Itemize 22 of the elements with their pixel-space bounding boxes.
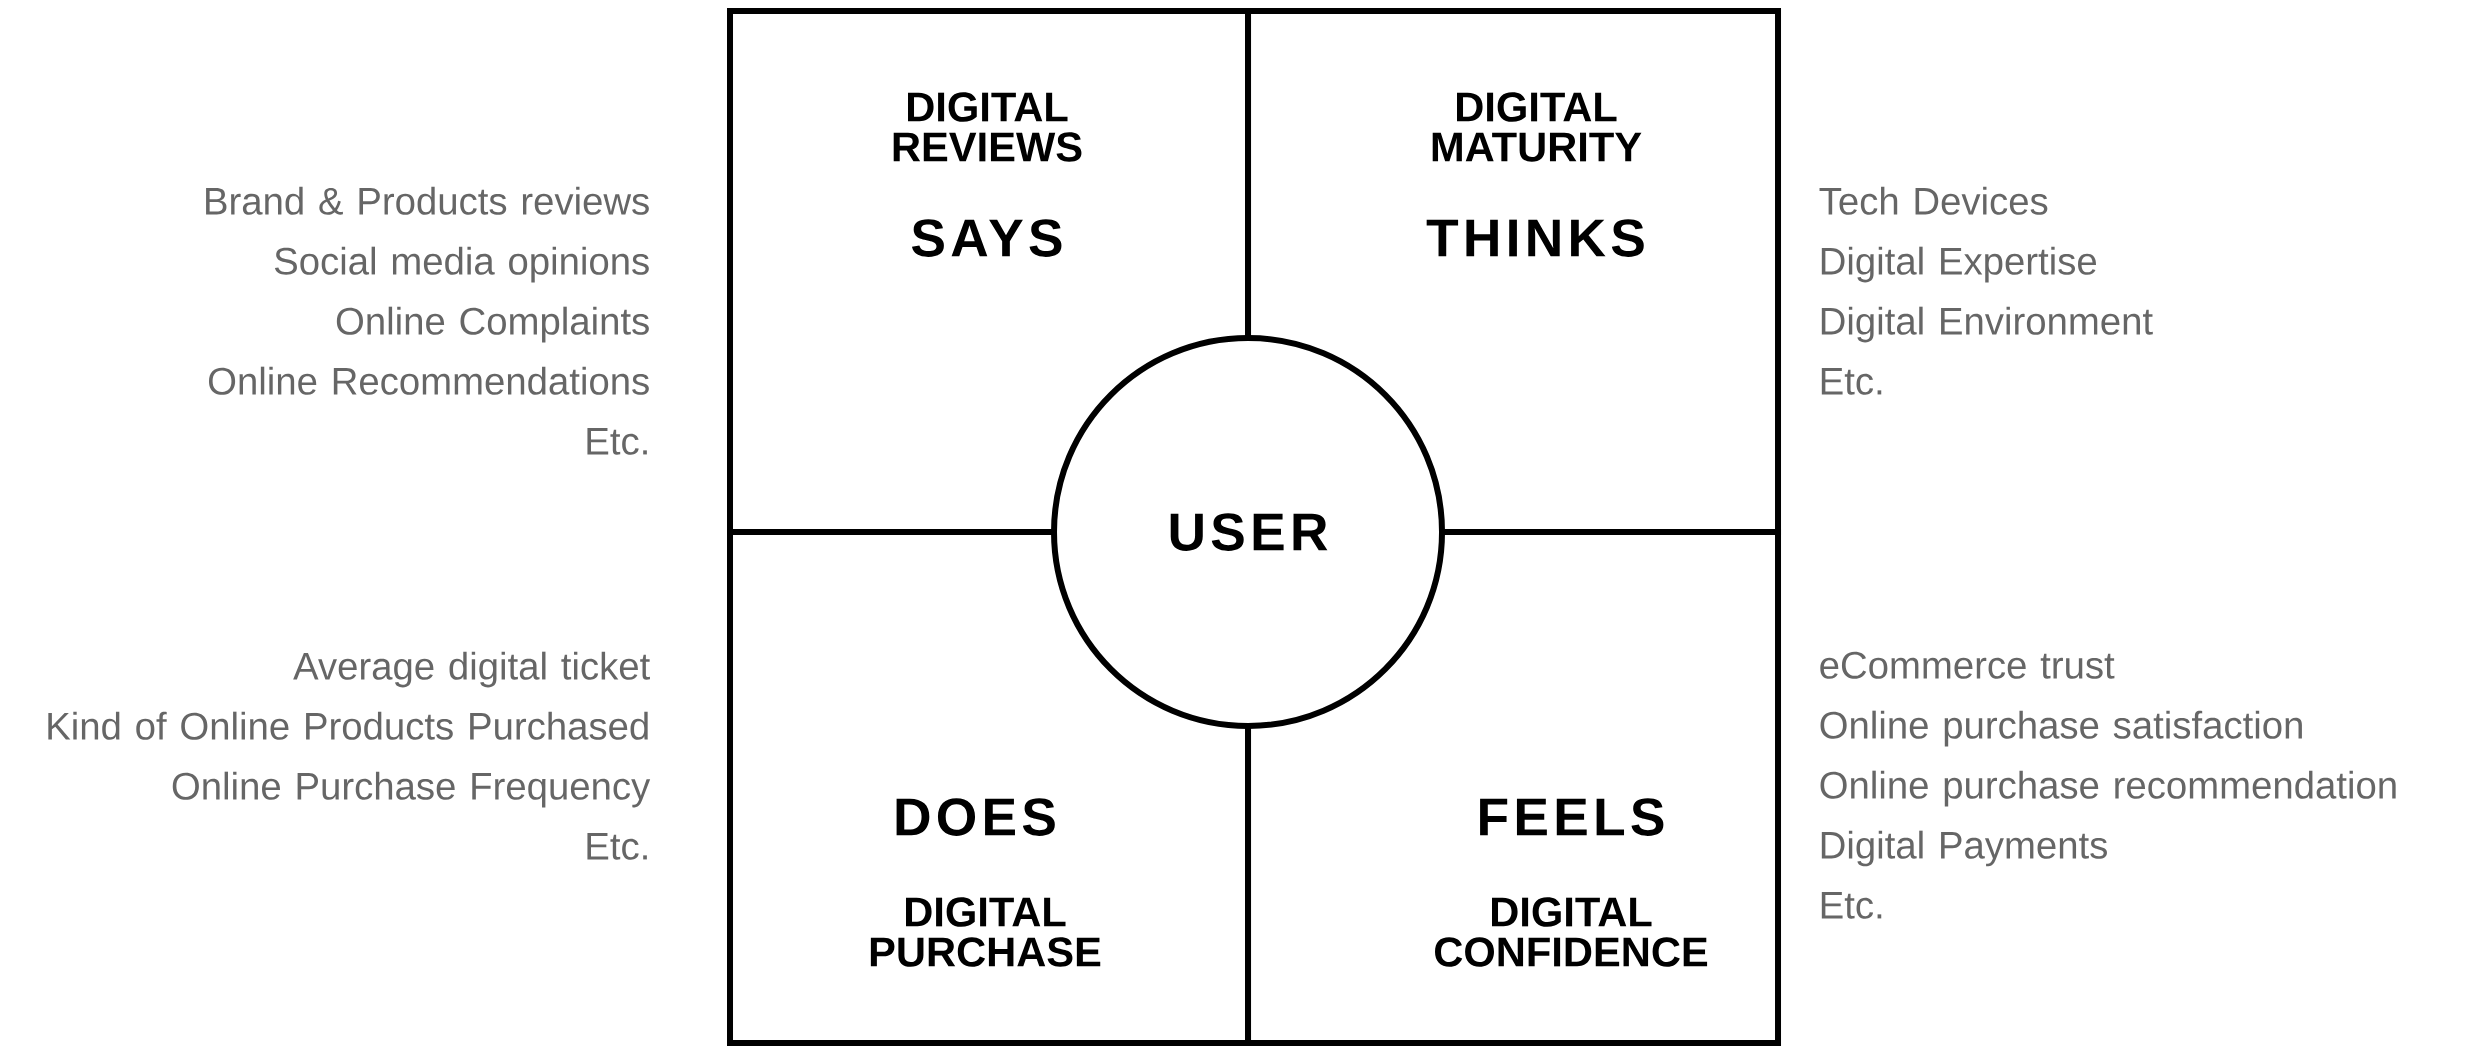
node-label: Etc. bbox=[1821, 368, 1882, 395]
node-label: Etc. bbox=[587, 833, 647, 860]
node-label: Online Recommendations bbox=[208, 366, 649, 395]
side-note-list: Average digital ticket Kind of Online Products Purchased Online Purchase Frequency Etc. bbox=[48, 651, 651, 860]
node-label: Digital Expertise bbox=[1821, 246, 2096, 283]
node-label: Online Complaints bbox=[336, 306, 649, 343]
node-label: Social media opinions bbox=[274, 246, 649, 283]
node-label: Online purchase recommendation bbox=[1820, 770, 2396, 807]
node-label: Kind of Online Products Purchased bbox=[48, 711, 648, 740]
node-label: Digital Payments bbox=[1821, 830, 2107, 867]
side-note-list: eCommerce trust Online purchase satisfaction Online purchase recommendation Digital Payments Etc. bbox=[1820, 651, 2396, 919]
node-label: Etc. bbox=[1821, 892, 1882, 919]
node-label: Tech Devices bbox=[1819, 186, 2048, 215]
node-label: Average digital ticket bbox=[293, 651, 650, 688]
side-note-list: Brand & Products reviews Social media opinions Online Complaints Online Recommendations Etc. bbox=[206, 186, 649, 455]
node-label: Online purchase satisfaction bbox=[1820, 710, 2302, 747]
node-label: Brand & Products reviews bbox=[206, 186, 649, 215]
side-note-list: Tech Devices Digital Expertise Digital Environment Etc. bbox=[1819, 186, 2153, 395]
node-label: Digital Environment bbox=[1821, 306, 2153, 343]
node-label: Etc. bbox=[587, 428, 647, 455]
node-label: eCommerce trust bbox=[1820, 651, 2115, 679]
node-label: Online Purchase Frequency bbox=[172, 771, 651, 808]
